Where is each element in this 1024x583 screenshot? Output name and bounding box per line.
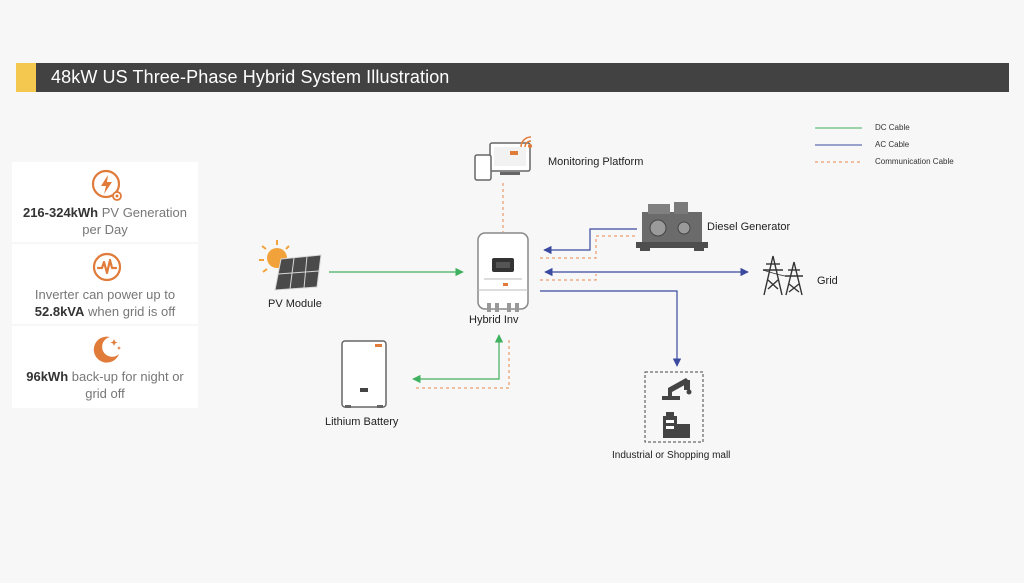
monitor-icon <box>474 142 531 181</box>
inverter-icon <box>477 232 529 312</box>
comm-cable-grid <box>540 274 597 281</box>
battery-label: Lithium Battery <box>325 416 399 428</box>
feature-backup: 96kWh back-up for night or grid off <box>12 326 198 408</box>
monitoring-label: Monitoring Platform <box>548 156 644 168</box>
pulse-icon <box>92 252 122 282</box>
comm-cable-generator <box>540 235 637 259</box>
load-label: Industrial or Shopping mall <box>612 450 731 461</box>
pv-label: PV Module <box>268 298 322 310</box>
lightning-icon <box>91 169 122 201</box>
battery-icon <box>341 340 387 408</box>
dc-cable-battery <box>412 342 500 384</box>
ac-cable-generator <box>543 228 637 255</box>
feature-pv-generation: 216-324kWh PV Generation per Day <box>12 162 198 242</box>
legend-dc-label: DC Cable <box>875 123 910 132</box>
wifi-icon <box>520 136 533 149</box>
factory-icon <box>662 378 692 400</box>
generator-label: Diesel Generator <box>707 221 791 233</box>
ac-cable-load <box>540 290 682 367</box>
grid-label: Grid <box>817 275 838 287</box>
mall-icon <box>663 412 690 438</box>
feature-text: 216-324kWh PV Generation per Day <box>22 205 188 237</box>
moon-icon <box>93 336 121 363</box>
title-bar: 48kW US Three-Phase Hybrid System Illust… <box>16 63 1009 92</box>
solar-panel-icon <box>274 254 322 291</box>
legend-ac-label: AC Cable <box>875 140 910 149</box>
title-accent <box>16 63 36 92</box>
comm-cable-battery <box>413 340 510 389</box>
transmission-tower-icon <box>762 255 803 296</box>
legend-comm-label: Communication Cable <box>875 157 954 166</box>
feature-inverter-power: Inverter can power up to 52.8kVA when gr… <box>12 244 198 324</box>
feature-text: 96kWh back-up for night or grid off <box>26 369 184 401</box>
generator-icon <box>636 202 708 251</box>
load-box <box>644 371 704 443</box>
inverter-label: Hybrid Inv <box>469 314 519 326</box>
page-title: 48kW US Three-Phase Hybrid System Illust… <box>51 67 450 87</box>
feature-text: Inverter can power up to 52.8kVA when gr… <box>34 287 176 319</box>
